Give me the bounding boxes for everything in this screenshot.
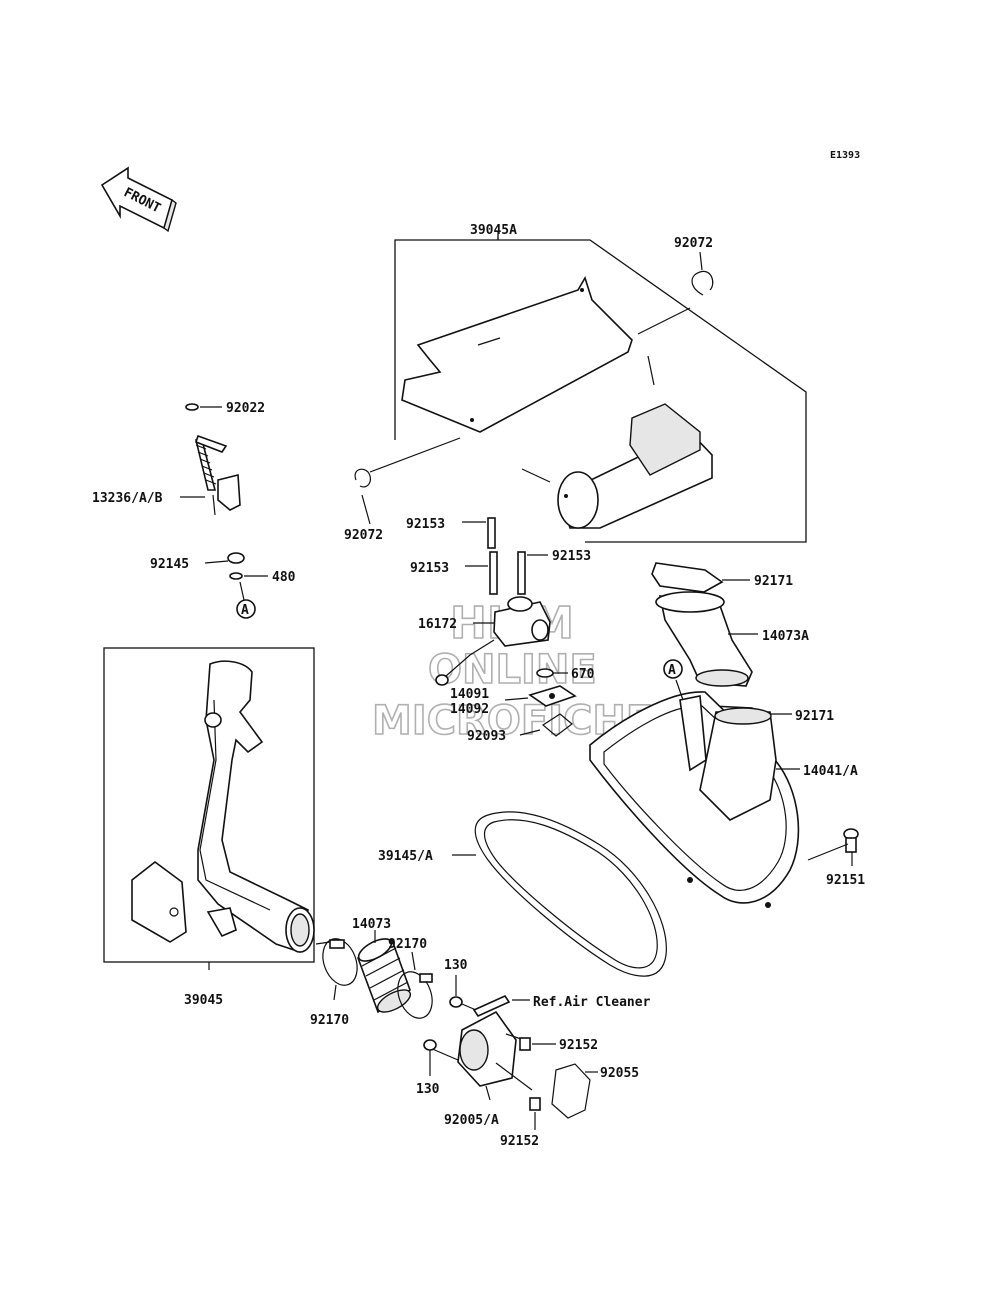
label-92152-bottom: 92152: [500, 1134, 539, 1149]
watermark-line-2: ONLINE: [428, 647, 597, 693]
ref-circle-a-cover: A: [668, 663, 676, 678]
label-92171-b: 92171: [795, 709, 834, 724]
label-92093: 92093: [467, 729, 506, 744]
bolt-130-top: [449, 975, 477, 1011]
label-92072-top: 92072: [674, 236, 713, 251]
label-39045: 39045: [184, 993, 223, 1008]
label-670: 670: [571, 667, 595, 682]
label-92171-a: 92171: [754, 574, 793, 589]
label-92153-b: 92153: [410, 561, 449, 576]
clip-92072-top: [691, 251, 714, 296]
gasket-39145A: [452, 811, 667, 977]
label-130-bottom: 130: [416, 1082, 440, 1097]
label-14041: 14041/A: [803, 764, 858, 779]
label-92055: 92055: [600, 1066, 639, 1081]
label-14092: 14092: [450, 702, 489, 717]
cable-adjuster: A: [180, 403, 268, 619]
label-92170-right: 92170: [388, 937, 427, 952]
coupling-14073: [357, 930, 412, 1014]
ref-circle-a-left: A: [241, 603, 249, 618]
label-92072-left: 92072: [344, 528, 383, 543]
label-92153-a: 92153: [406, 517, 445, 532]
label-16172: 16172: [418, 617, 457, 632]
diagram-code: E1393: [830, 150, 860, 161]
label-14091: 14091: [450, 687, 489, 702]
label-92145: 92145: [150, 557, 189, 572]
bolt-92151: [807, 828, 859, 866]
front-arrow-icon: FRONT: [100, 166, 177, 233]
label-92022: 92022: [226, 401, 265, 416]
cover-14041A: A: [589, 659, 800, 908]
intake-duct-14073A: [651, 562, 758, 687]
ref-air-cleaner-note: Ref.Air Cleaner: [533, 995, 651, 1010]
label-39045A: 39045A: [470, 223, 517, 238]
clip-92072-left: [354, 468, 372, 525]
label-13236: 13236/A/B: [92, 491, 163, 506]
gasket-92055: [551, 1063, 598, 1119]
duct-plate-assembly: [369, 232, 807, 543]
label-130-top: 130: [444, 958, 468, 973]
label-92152-top: 92152: [559, 1038, 598, 1053]
label-39145: 39145/A: [378, 849, 433, 864]
bolt-130-bottom: [423, 1039, 437, 1076]
label-480: 480: [272, 570, 296, 585]
label-14073: 14073: [352, 917, 391, 932]
label-92005: 92005/A: [444, 1113, 499, 1128]
label-92170-left: 92170: [310, 1013, 349, 1028]
lower-duct-39045: [103, 647, 315, 970]
nut-92152-bottom: [529, 1097, 541, 1130]
housing-92005A: [429, 1010, 533, 1101]
clamp-92170-right: [397, 951, 433, 1019]
nut-92152-top: [519, 1037, 556, 1051]
actuator-assembly: [435, 517, 577, 737]
rod-ref-air-cleaner: [472, 994, 530, 1018]
label-14073A: 14073A: [762, 629, 809, 644]
label-92153-c: 92153: [552, 549, 591, 564]
clamp-92170-left: [315, 938, 358, 1001]
label-92151: 92151: [826, 873, 865, 888]
